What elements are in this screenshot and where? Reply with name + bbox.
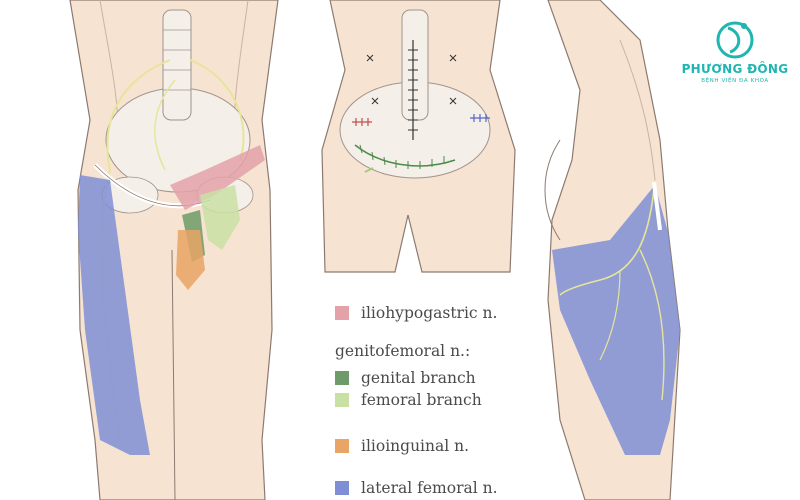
legend-label: lateral femoral n. xyxy=(361,479,498,497)
legend-item-iliohypogastric: iliohypogastric n. xyxy=(335,303,497,323)
ilioinguinal-region xyxy=(176,230,205,290)
middle-view-figure xyxy=(321,0,516,273)
lateral-femoral-region-side xyxy=(552,185,680,455)
legend-label: genital branch xyxy=(361,369,476,387)
legend-label: ilioinguinal n. xyxy=(361,437,470,455)
legend-item-genital-branch: genital branch xyxy=(335,368,476,388)
legend-label: femoral branch xyxy=(361,391,482,409)
legend-item-lateral-femoral: lateral femoral n. xyxy=(335,478,498,498)
legend-swatch xyxy=(335,393,349,407)
legend-swatch xyxy=(335,371,349,385)
legend-swatch xyxy=(335,439,349,453)
lateral-femoral-region-front xyxy=(78,175,150,455)
legend-item-femoral-branch: femoral branch xyxy=(335,390,482,410)
iliohypogastric-region-front xyxy=(170,145,265,210)
femoral-branch-region xyxy=(200,185,240,250)
legend-swatch xyxy=(335,481,349,495)
logo-mark-icon xyxy=(716,21,754,59)
logo-name: PHƯƠNG ĐÔNG xyxy=(681,62,789,76)
legend-label: iliohypogastric n. xyxy=(361,304,498,322)
legend-group-heading: genitofemoral n.: xyxy=(335,342,471,360)
legend-item-ilioinguinal: ilioinguinal n. xyxy=(335,436,469,456)
hospital-logo: PHƯƠNG ĐÔNG BỆNH VIỆN ĐA KHOA xyxy=(680,18,790,88)
legend-swatch xyxy=(335,306,349,320)
front-view-figure xyxy=(69,0,279,500)
side-view-figure xyxy=(544,0,681,500)
logo-subtitle: BỆNH VIỆN ĐA KHOA xyxy=(701,78,769,84)
